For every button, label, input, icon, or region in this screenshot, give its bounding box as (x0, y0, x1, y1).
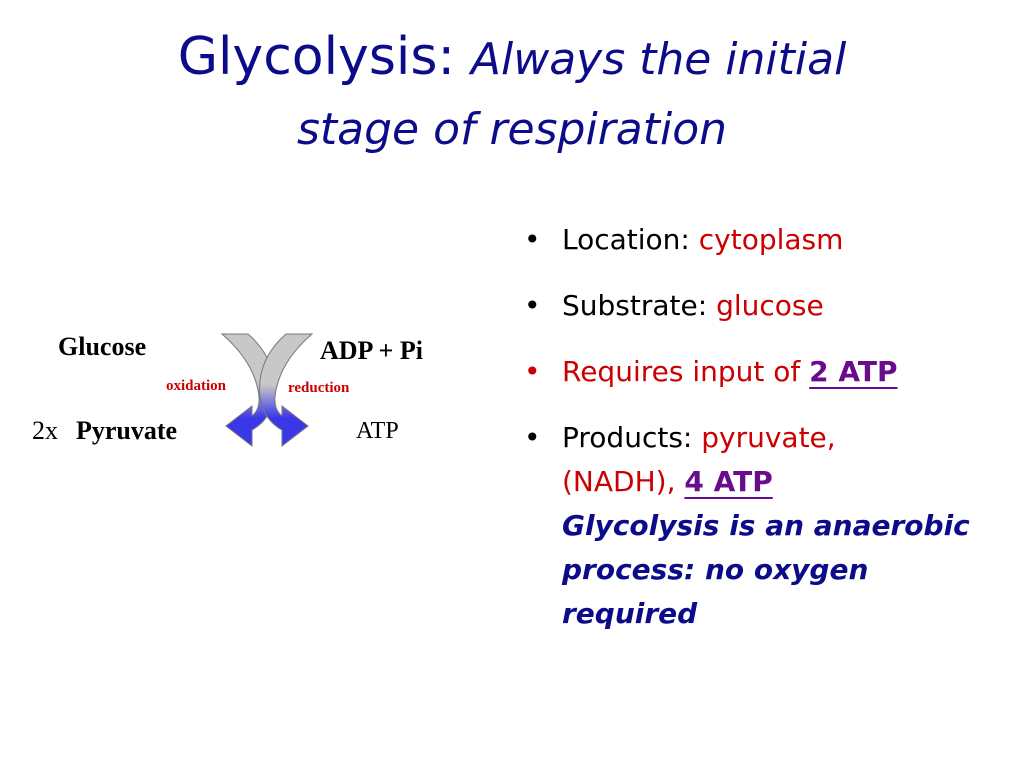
bullet-requires: Requires input of 2 ATP (520, 350, 1000, 394)
reduction-label: reduction (288, 380, 350, 396)
bullet-products-label: Products: (562, 421, 702, 454)
title-italic-2: stage of respiration (296, 104, 728, 155)
bullet-location-label: Location: (562, 223, 699, 256)
slide-title: Glycolysis: Always the initial stage of … (0, 22, 1024, 165)
bullet-substrate-label: Substrate: (562, 289, 717, 322)
pyruvate-label: Pyruvate (76, 416, 178, 445)
reduction-arrow (259, 333, 314, 448)
title-line-1: Glycolysis: Always the initial (0, 22, 1024, 95)
bullet-products-nadh: (NADH), (562, 465, 685, 498)
bullet-substrate-value: glucose (716, 289, 824, 322)
bullet-location-value: cytoplasm (698, 223, 844, 256)
bullet-requires-label: Requires input of (562, 355, 810, 388)
atp-product-label: ATP (356, 418, 399, 444)
bullet-products: Products: pyruvate, (NADH), 4 ATP Glycol… (520, 416, 1000, 636)
anaerobic-note: Glycolysis is an anaerobic process: no o… (562, 509, 970, 630)
oxidation-label: oxidation (166, 378, 227, 394)
bullet-substrate: Substrate: glucose (520, 284, 1000, 328)
title-main: Glycolysis: (177, 27, 455, 87)
bullet-list: Location: cytoplasm Substrate: glucose R… (520, 218, 1000, 658)
adp-pi-label: ADP + Pi (320, 336, 423, 365)
bullet-products-pyruvate: pyruvate, (701, 421, 836, 454)
arrow-graphic (220, 333, 314, 448)
pyruvate-prefix: 2x (32, 416, 58, 445)
bullet-requires-atp: 2 ATP (809, 355, 898, 388)
bullet-products-atp: 4 ATP (684, 465, 773, 498)
glycolysis-diagram: Glucose ADP + Pi oxidation reduction 2x … (30, 320, 470, 470)
title-italic-1: Always the initial (470, 34, 847, 85)
bullet-location: Location: cytoplasm (520, 218, 1000, 262)
glucose-label: Glucose (58, 332, 147, 361)
